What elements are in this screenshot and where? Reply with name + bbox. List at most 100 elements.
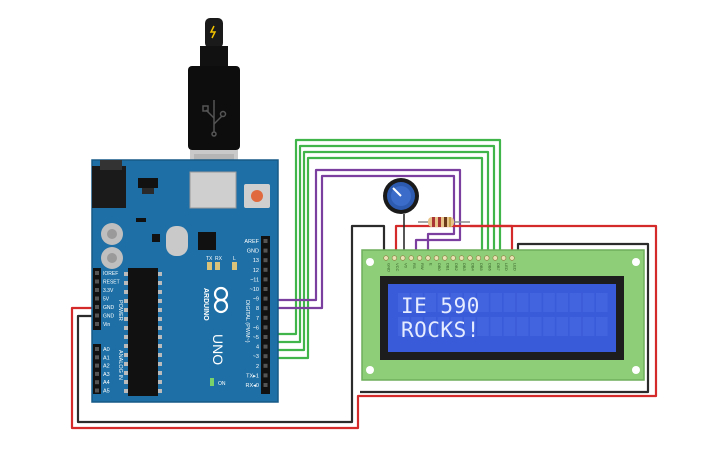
lcd-pin[interactable] bbox=[391, 255, 398, 261]
lcd-cell bbox=[437, 293, 450, 312]
lcd-pin[interactable] bbox=[425, 255, 431, 261]
wire-green-d6[interactable] bbox=[268, 144, 496, 344]
lcd-cell bbox=[569, 293, 582, 312]
tx-label: TX bbox=[206, 256, 213, 262]
lcd-cell bbox=[569, 317, 582, 336]
header-hole[interactable] bbox=[263, 363, 268, 368]
lcd-pin[interactable] bbox=[442, 255, 448, 261]
wire-black-gnd[interactable] bbox=[76, 224, 386, 424]
lcd-pin[interactable] bbox=[484, 255, 490, 261]
header-hole[interactable] bbox=[95, 305, 99, 309]
lcd-pin[interactable] bbox=[501, 255, 507, 261]
wire-purple-d9[interactable] bbox=[268, 174, 456, 310]
wire-red-led[interactable] bbox=[470, 224, 514, 258]
lcd-cell bbox=[424, 293, 436, 312]
header-hole[interactable] bbox=[263, 335, 268, 339]
header-hole[interactable] bbox=[95, 313, 99, 318]
lcd-pin[interactable] bbox=[459, 255, 465, 261]
header-hole[interactable] bbox=[95, 288, 99, 292]
lcd-pin[interactable] bbox=[383, 255, 389, 261]
lcd-cell bbox=[424, 317, 436, 336]
lcd-cell bbox=[477, 317, 489, 336]
power-pin-label: GND bbox=[103, 314, 115, 320]
chip-pin bbox=[158, 335, 162, 339]
lcd-pin[interactable] bbox=[492, 255, 498, 261]
header-hole[interactable] bbox=[263, 325, 268, 330]
header-hole[interactable] bbox=[263, 383, 268, 387]
wire-green-d4[interactable] bbox=[268, 156, 484, 360]
digital-pin-label: RX◂0 bbox=[246, 383, 259, 389]
chip-pin bbox=[124, 371, 128, 375]
chip-pin bbox=[158, 290, 162, 294]
header-hole[interactable] bbox=[95, 271, 99, 275]
lcd-pin[interactable] bbox=[475, 255, 482, 261]
chip-pin bbox=[158, 344, 162, 348]
lcd-pin-label: RW bbox=[420, 263, 425, 270]
header-hole[interactable] bbox=[263, 267, 268, 272]
lcd-cell bbox=[503, 317, 516, 336]
lcd-pin[interactable] bbox=[509, 255, 515, 261]
resistor[interactable] bbox=[418, 217, 470, 227]
digital-pin-label: ~3 bbox=[253, 354, 259, 360]
chip-pin bbox=[124, 308, 128, 312]
lcd-pin[interactable] bbox=[450, 255, 456, 261]
potentiometer-knob[interactable] bbox=[392, 187, 402, 197]
analog-pin-label: A2 bbox=[103, 364, 110, 370]
potentiometer[interactable] bbox=[383, 178, 419, 214]
chip-pin bbox=[158, 371, 162, 375]
lcd-pin-label: RS bbox=[412, 263, 417, 269]
header-hole[interactable] bbox=[95, 380, 99, 385]
header-hole[interactable] bbox=[95, 355, 99, 360]
lcd-pin[interactable] bbox=[417, 255, 423, 261]
reset-button-cap bbox=[251, 190, 263, 202]
header-hole[interactable] bbox=[263, 306, 268, 311]
header-hole[interactable] bbox=[95, 363, 99, 368]
lcd-cell bbox=[490, 293, 502, 312]
lcd-pin[interactable] bbox=[467, 255, 473, 261]
analog-pin-label: A1 bbox=[103, 355, 110, 361]
chip-pin bbox=[124, 317, 128, 321]
wire-green-d7[interactable] bbox=[268, 138, 502, 336]
lcd-pin-label: DB3 bbox=[462, 263, 467, 272]
header-hole[interactable] bbox=[263, 354, 268, 359]
header-hole[interactable] bbox=[263, 277, 268, 282]
header-hole[interactable] bbox=[263, 373, 268, 378]
digital-pin-label: 2 bbox=[256, 364, 259, 370]
digital-pin-label: ~5 bbox=[253, 335, 259, 341]
wire-purple-d10[interactable] bbox=[268, 168, 462, 302]
analog-pin-label: A4 bbox=[103, 380, 110, 386]
header-hole[interactable] bbox=[263, 239, 268, 243]
header-hole[interactable] bbox=[263, 296, 268, 301]
header-hole[interactable] bbox=[263, 248, 268, 253]
lcd-line-2: ROCKS! bbox=[401, 318, 480, 342]
header-hole[interactable] bbox=[263, 344, 268, 349]
header-hole[interactable] bbox=[95, 347, 99, 351]
header-hole[interactable] bbox=[263, 287, 268, 291]
wire-green-d5[interactable] bbox=[268, 150, 490, 352]
header-hole[interactable] bbox=[95, 296, 99, 301]
lcd-cell bbox=[437, 317, 450, 336]
wire-black-gnd-2[interactable] bbox=[360, 242, 650, 394]
lcd-pin-label: LED bbox=[513, 263, 518, 271]
arduino-uno-board[interactable]: TX RX L ON ARDUINO UNO POWER ANALOG IN D… bbox=[91, 159, 279, 403]
header-hole[interactable] bbox=[95, 322, 99, 326]
lcd-cell bbox=[556, 317, 568, 336]
chip-pin bbox=[158, 326, 162, 330]
header-hole[interactable] bbox=[95, 371, 99, 376]
lcd-pin[interactable] bbox=[408, 255, 414, 261]
header-hole[interactable] bbox=[95, 388, 99, 393]
lcd-cell bbox=[464, 317, 476, 336]
digital-pin-label: 8 bbox=[256, 306, 259, 312]
header-hole[interactable] bbox=[263, 315, 268, 320]
lcd-pin-label: LED bbox=[504, 263, 509, 271]
arduino-logo-icon bbox=[213, 286, 229, 314]
lcd-pin[interactable] bbox=[400, 255, 406, 261]
power-pin-label: RESET bbox=[103, 280, 120, 286]
digital-pin-label: TX▸1 bbox=[246, 373, 259, 379]
lcd-pin-label: DB7 bbox=[496, 263, 501, 272]
header-hole[interactable] bbox=[263, 258, 268, 263]
lcd-pin[interactable] bbox=[433, 255, 440, 261]
header-hole[interactable] bbox=[95, 279, 99, 284]
